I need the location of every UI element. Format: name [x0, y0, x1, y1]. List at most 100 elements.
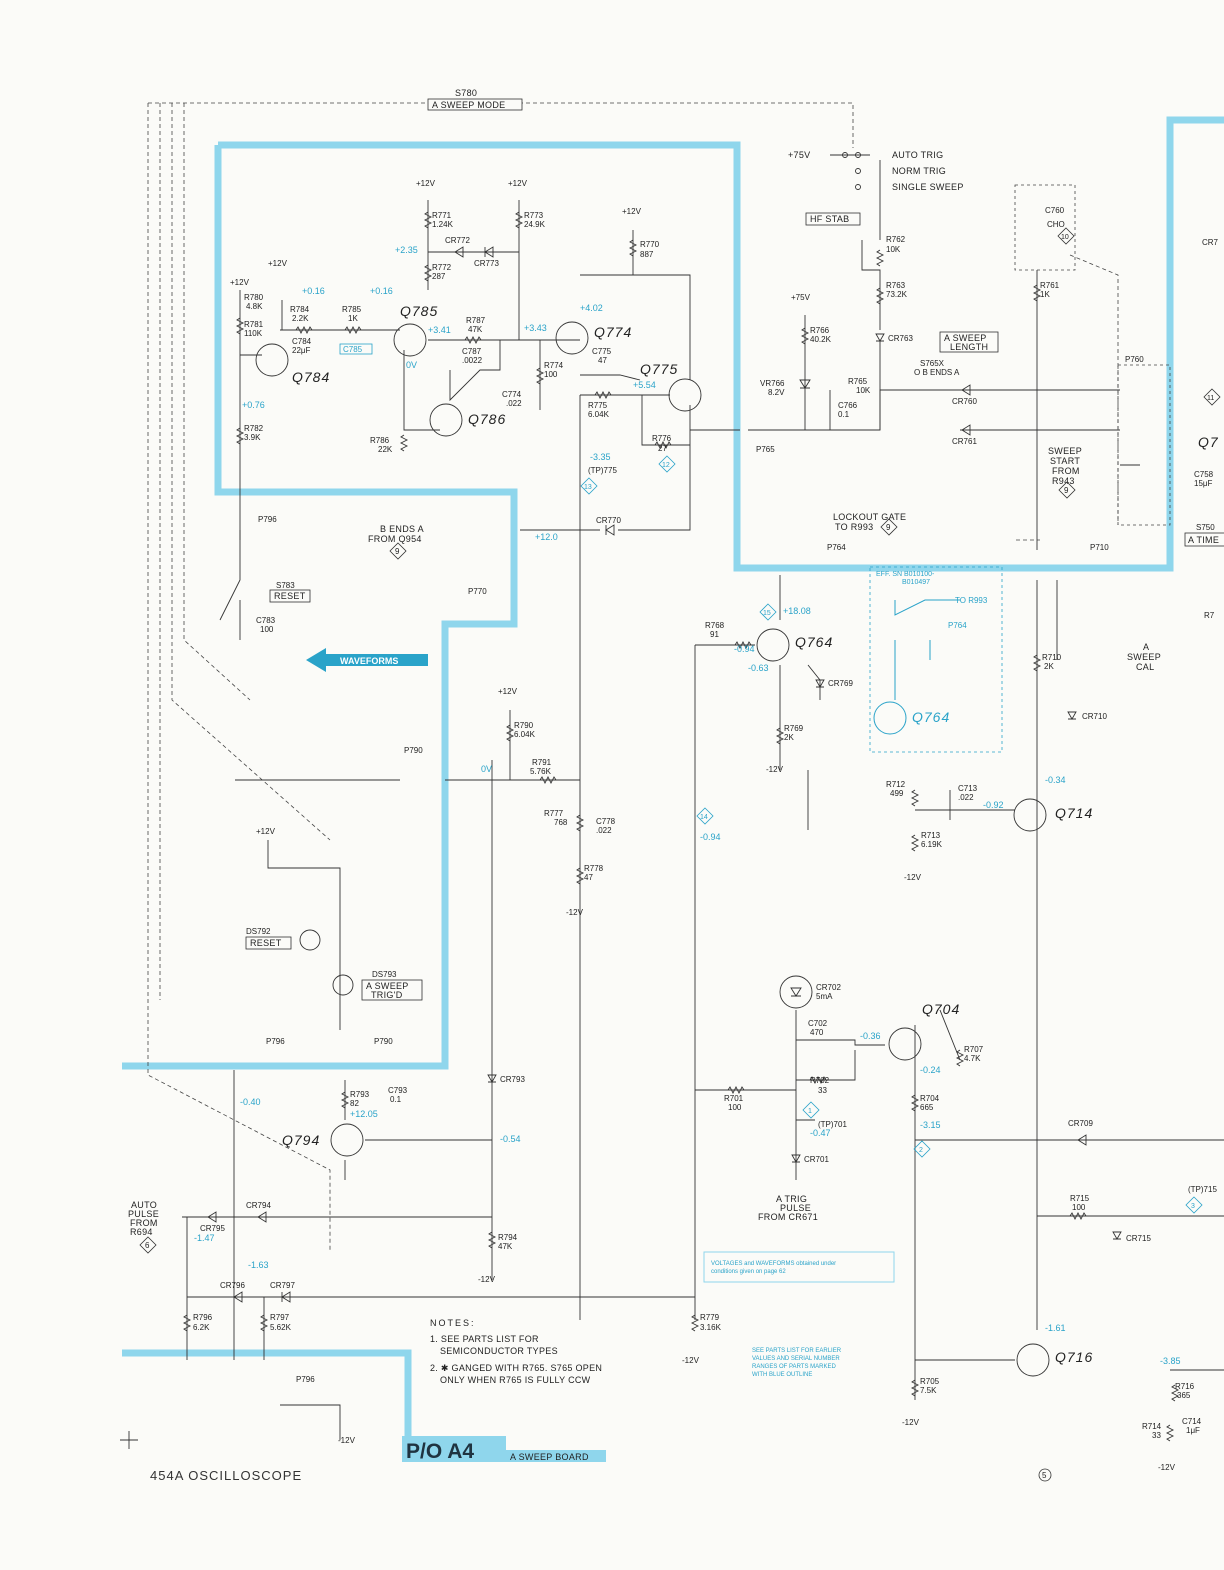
marker-5: 5: [1042, 1471, 1047, 1480]
v034: -0.34: [1045, 775, 1066, 785]
c702-ref: C702: [808, 1019, 828, 1028]
cr710-label: CR710: [1082, 712, 1107, 721]
q716-label: Q716: [1055, 1349, 1093, 1365]
rail-p12-6: +12V: [498, 687, 518, 696]
marker-1: 1: [808, 1108, 812, 1115]
r702-val: 33: [818, 1086, 827, 1095]
notes-line-4: ONLY WHEN R765 IS FULLY CCW: [440, 1375, 591, 1385]
r761-val: 1K: [1040, 290, 1050, 299]
r787-val: 47K: [468, 325, 483, 334]
s765-val: O B ENDS A: [914, 368, 960, 377]
a-trig-2: PULSE: [780, 1203, 811, 1213]
v335: -3.35: [590, 452, 611, 462]
r777-val: 768: [554, 818, 568, 827]
marker-14: 14: [700, 814, 708, 821]
r794-val: 47K: [498, 1242, 513, 1251]
cr702-val: 5mA: [816, 992, 833, 1001]
r777-ref: R777: [544, 809, 564, 818]
auto-pulse-2: PULSE: [128, 1209, 159, 1219]
c784-val: 22μF: [292, 346, 311, 355]
r772-val: 287: [432, 272, 446, 281]
cr769-label: CR769: [828, 679, 853, 688]
rail-p12-4: +12V: [268, 259, 288, 268]
eff-1: EFF. SN B010100-: [876, 571, 935, 578]
p765-label: P765: [756, 445, 775, 454]
c702-val: 470: [810, 1028, 824, 1037]
ds793-label-2: TRIG'D: [371, 990, 403, 1000]
v1808: +18.08: [783, 606, 811, 616]
q785-label: Q785: [400, 303, 438, 319]
r704-val: 665: [920, 1103, 934, 1112]
waveforms-arrow: WAVEFORMS: [306, 648, 428, 672]
blue-note-parts-1: SEE PARTS LIST FOR EARLIER: [752, 1348, 842, 1354]
r782-val: 3.9K: [244, 433, 261, 442]
r780-ref: R780: [244, 293, 264, 302]
marker-12: 12: [662, 462, 670, 469]
v076: +0.76: [242, 400, 265, 410]
ds793-ref: DS793: [372, 970, 397, 979]
rail-p12-2: +12V: [508, 179, 528, 188]
cr760-label: CR760: [952, 397, 977, 406]
c787-ref: C787: [462, 347, 482, 356]
q784-label: Q784: [292, 369, 330, 385]
b-ends-a-1: B ENDS A: [380, 524, 424, 534]
cr795-label: CR795: [200, 1224, 225, 1233]
blue-note-voltages-1: VOLTAGES and WAVEFORMS obtained under: [711, 1261, 836, 1267]
v341: +3.41: [428, 325, 451, 335]
rail-labels: +12V +12V +12V +12V +12V +12V +12V +75V …: [230, 179, 1176, 1472]
s750-label: S750: [1196, 523, 1215, 532]
tp701-label: (TP)701: [818, 1120, 847, 1129]
r786-ref: R786: [370, 436, 390, 445]
q716-symbol: [1016, 1343, 1050, 1377]
r793-val: 82: [350, 1099, 359, 1108]
r707-ref: R707: [964, 1045, 984, 1054]
board-code: P/O A4: [406, 1440, 474, 1463]
signal-labels: B ENDS A FROM Q954 LOCKOUT GATE TO R993 …: [128, 446, 1161, 1237]
blue-note-voltages-2: conditions given on page 62: [711, 1269, 786, 1275]
transistor-symbols: [255, 321, 1050, 1377]
rail-m12-6: -12V: [338, 1436, 356, 1445]
to-r993: TO R993: [955, 596, 988, 605]
a-sweep-cal-1: A: [1143, 642, 1149, 652]
r768-val: 91: [710, 630, 719, 639]
r701-ref: R701: [724, 1094, 744, 1103]
c760-val: CHO: [1047, 220, 1065, 229]
r715-val: 100: [1072, 1203, 1086, 1212]
c793-val: 0.1: [390, 1095, 402, 1104]
rail-m12-8: -12V: [1158, 1463, 1176, 1472]
cr701-label: CR701: [804, 1155, 829, 1164]
auto-pulse-3: FROM: [130, 1218, 158, 1228]
r762-ref: R762: [886, 235, 906, 244]
rail-p12-5: +12V: [230, 278, 250, 287]
q785-symbol: [393, 323, 427, 357]
marker-2: 2: [919, 1147, 923, 1154]
q7x-label: Q7: [1198, 434, 1219, 450]
resistor-symbols: [182, 211, 1180, 1442]
marker-9c: 9: [1064, 486, 1069, 495]
c714-ref: C714: [1182, 1417, 1202, 1426]
b-ends-a-2: FROM Q954: [368, 534, 422, 544]
v092: -0.92: [983, 800, 1004, 810]
blue-note-parts-4: WITH BLUE OUTLINE: [752, 1372, 812, 1378]
r716-ref: R716: [1175, 1382, 1195, 1391]
r701-val: 100: [728, 1103, 742, 1112]
r7x-label: R7: [1204, 611, 1215, 620]
cr7x-label: CR7: [1202, 238, 1219, 247]
c774-ref: C774: [502, 390, 522, 399]
r796-val: 6.2K: [193, 1323, 210, 1332]
hf-stab-label: HF STAB: [810, 214, 849, 224]
switch-id: S780: [455, 88, 477, 98]
a-trig-1: A TRIG: [776, 1194, 807, 1204]
rail-p75-1: +75V: [791, 293, 811, 302]
ds792-ref: DS792: [246, 927, 271, 936]
r768-ref: R768: [705, 621, 725, 630]
p770-label: P770: [468, 587, 487, 596]
p764b-label: P764: [948, 621, 967, 630]
q774-symbol: [555, 321, 589, 355]
c783-val: 100: [260, 625, 274, 634]
r796-ref: R796: [193, 1313, 213, 1322]
marker-3: 3: [1191, 1203, 1195, 1210]
cr794-label: CR794: [246, 1201, 271, 1210]
r772-ref: R772: [432, 263, 452, 272]
q775-label: Q775: [640, 361, 678, 377]
